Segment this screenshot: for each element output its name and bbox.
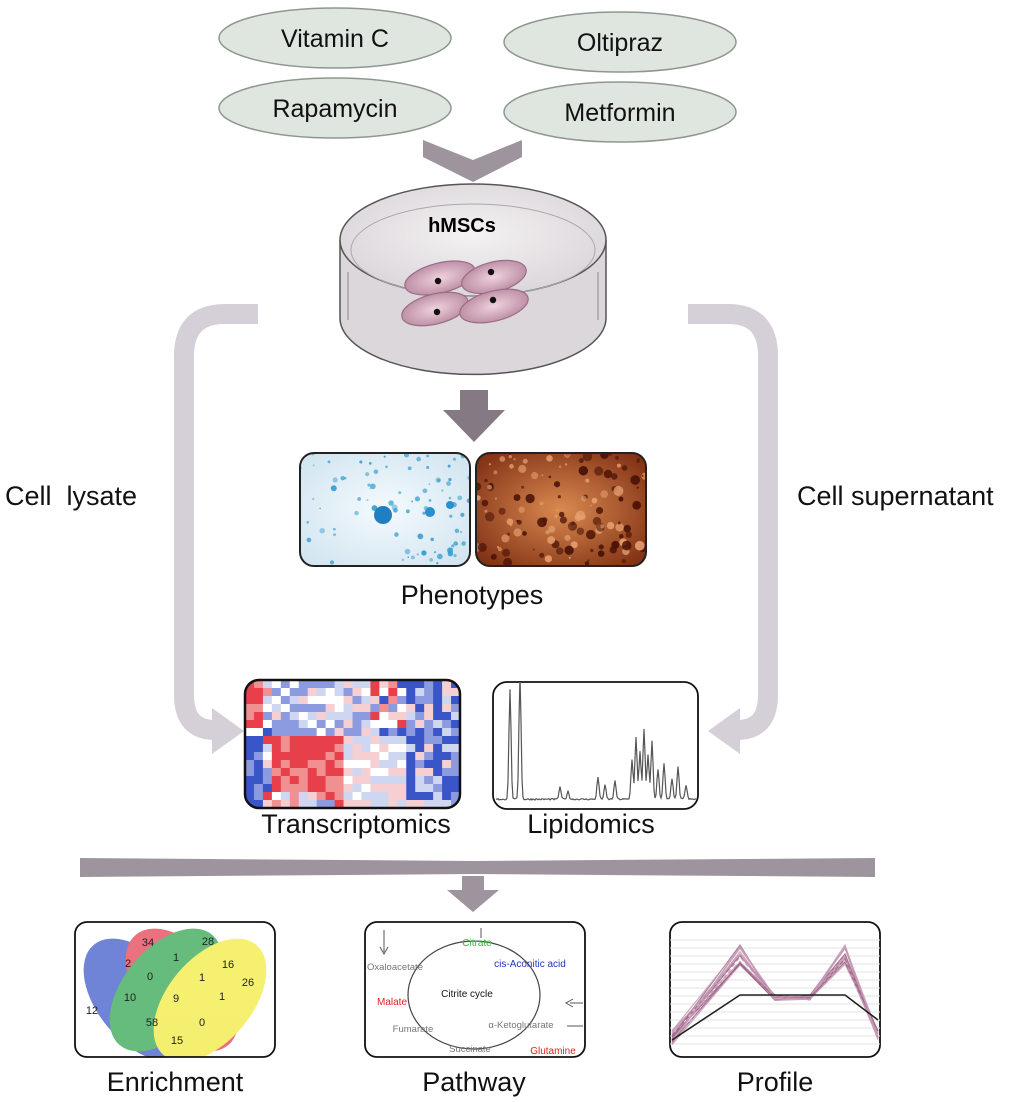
left-branch-arrow: [174, 304, 258, 740]
node-glutamine: Glutamine: [530, 1046, 576, 1057]
chromatogram-trace: [495, 682, 696, 801]
transcriptomics-label: Transcriptomics: [261, 809, 451, 839]
cells: [401, 259, 529, 327]
venn-count: 1: [173, 952, 179, 964]
venn-count: 1: [219, 991, 225, 1003]
dish-label: hMSCs: [428, 215, 496, 237]
profile-label: Profile: [737, 1067, 814, 1097]
node-succinate: Succinate: [449, 1044, 491, 1055]
phenotypes-label: Phenotypes: [401, 580, 544, 610]
transcriptomics-heatmap: [243, 678, 462, 810]
venn-count: 12: [86, 1005, 98, 1017]
drug-vitamin-c: Vitamin C: [218, 7, 452, 69]
blue-stain-spots: [300, 453, 470, 565]
node-oxaloacetate: Oxaloacetate: [367, 962, 423, 973]
venn-count: 2: [125, 958, 131, 970]
node-fumarate: Fumarate: [393, 1024, 434, 1035]
drug-label: Rapamycin: [272, 95, 397, 123]
enrichment-label: Enrichment: [107, 1067, 244, 1097]
drug-label: Metformin: [564, 99, 675, 127]
right-branch-arrow: [688, 304, 778, 740]
drug-rapamycin: Rapamycin: [218, 77, 452, 139]
right-branch-arrowhead: [708, 708, 740, 754]
venn-count: 1: [199, 972, 205, 984]
drug-label: Oltipraz: [577, 29, 663, 57]
drug-metformin: Metformin: [503, 81, 737, 143]
lipidomics-chromatogram: [492, 681, 699, 810]
profile-series: [671, 943, 879, 1046]
pathway-label: Pathway: [422, 1067, 526, 1097]
down-arrow-analyses: [447, 876, 499, 912]
right-branch-label: Cell supernatant: [797, 481, 994, 511]
venn-count: 16: [222, 959, 234, 971]
drug-label: Vitamin C: [281, 25, 389, 53]
venn-count: 15: [171, 1035, 183, 1047]
venn-count: 28: [202, 936, 214, 948]
venn-count: 26: [242, 977, 254, 989]
left-branch-arrowhead: [212, 708, 244, 754]
merge-chevron-arrow: [423, 140, 522, 182]
heatmap-cells: [245, 680, 460, 808]
venn-count: 34: [142, 937, 154, 949]
venn-count: 10: [124, 992, 136, 1004]
lipidomics-label: Lipidomics: [527, 809, 655, 839]
phenotype-image-alcian-blue: [299, 452, 471, 567]
down-arrow-phenotypes: [443, 390, 505, 442]
venn-count: 0: [147, 971, 153, 983]
node-citrate: Citrate: [462, 938, 492, 949]
integration-bar: [80, 858, 875, 877]
venn-count: 9: [173, 993, 179, 1005]
drug-oltipraz: Oltipraz: [503, 11, 737, 73]
pathway-cycle: Citrite cycle Citrate cis-Aconitic acid …: [364, 921, 586, 1058]
phenotype-image-alizarin-red: [475, 452, 647, 567]
venn-count: 0: [199, 1017, 205, 1029]
node-cis-aconitic-acid: cis-Aconitic acid: [494, 959, 566, 970]
venn-count: 58: [146, 1017, 158, 1029]
left-branch-label: Cell lysate: [5, 481, 137, 511]
pathway-title: Citrite cycle: [441, 989, 493, 1000]
profile-plot: [669, 921, 881, 1058]
node-malate: Malate: [377, 997, 407, 1008]
node-alpha-ketoglutarate: α-Ketoglutarate: [488, 1020, 553, 1031]
